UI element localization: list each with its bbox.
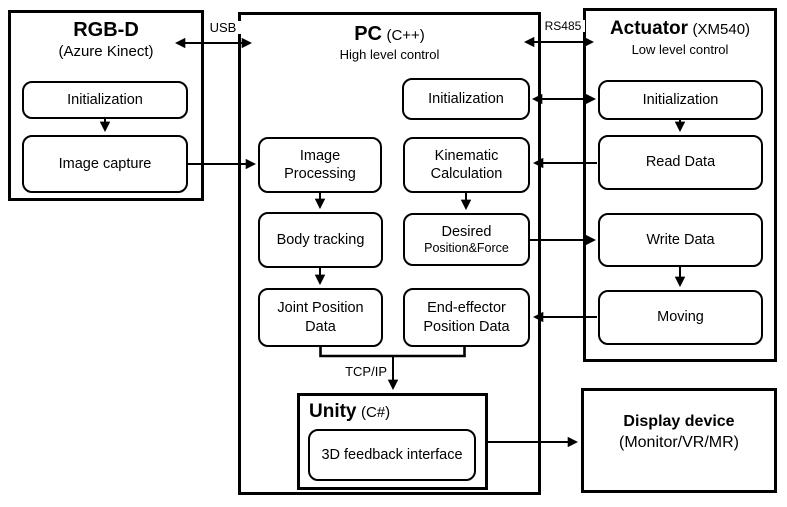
pc-node-joint-position-data: Joint Position Data xyxy=(258,288,383,347)
pc-panel-header: PC (C++) High level control xyxy=(241,15,538,63)
actuator-panel: Actuator (XM540) Low level control Initi… xyxy=(583,8,777,362)
desired-line1: Desired xyxy=(441,223,492,240)
unity-panel: Unity (C#) 3D feedback interface xyxy=(297,393,488,490)
unity-node-3d-feedback-interface: 3D feedback interface xyxy=(308,429,476,481)
rgbd-subtitle: (Azure Kinect) xyxy=(58,43,154,60)
pc-panel: PC (C++) High level control Initializati… xyxy=(238,12,541,495)
actuator-node-read-data: Read Data xyxy=(598,135,763,190)
actuator-node-write-data-label: Write Data xyxy=(646,231,715,248)
unity-title: Unity xyxy=(309,401,357,422)
pc-node-image-processing: Image Processing xyxy=(258,137,382,193)
actuator-subtitle: Low level control xyxy=(631,41,729,57)
unity-title-paren: (C#) xyxy=(360,404,391,421)
pc-node-desired-position-force-label: Desired Position&Force xyxy=(424,223,509,257)
actuator-title-paren: (XM540) xyxy=(692,21,751,38)
rgbd-node-initialization: Initialization xyxy=(22,81,188,119)
pc-node-joint-position-data-label: Joint Position Data xyxy=(277,300,364,335)
pc-node-end-effector-position-data: End-effector Position Data xyxy=(403,288,530,347)
pc-subtitle: High level control xyxy=(339,47,440,62)
rgbd-panel-header: RGB-D (Azure Kinect) xyxy=(11,13,201,61)
pc-title: PC xyxy=(354,23,382,45)
pc-node-image-processing-label: Image Processing xyxy=(284,147,356,182)
actuator-node-initialization-label: Initialization xyxy=(642,91,719,108)
display-device-panel: Display device (Monitor/VR/MR) xyxy=(581,388,777,493)
actuator-panel-header: Actuator (XM540) Low level control xyxy=(586,11,774,57)
pc-node-body-tracking: Body tracking xyxy=(258,212,383,268)
pc-title-paren: (C++) xyxy=(386,27,425,44)
actuator-node-moving-label: Moving xyxy=(657,309,704,326)
actuator-node-read-data-label: Read Data xyxy=(645,154,716,171)
pc-node-kinematic-calculation: Kinematic Calculation xyxy=(403,137,530,193)
unity-node-3d-feedback-interface-label: 3D feedback interface xyxy=(321,446,463,463)
actuator-node-write-data: Write Data xyxy=(598,213,763,267)
unity-panel-header: Unity (C#) xyxy=(309,401,390,424)
rgbd-panel: RGB-D (Azure Kinect) Initialization Imag… xyxy=(8,10,204,201)
display-device-subtitle: (Monitor/VR/MR) xyxy=(618,433,739,451)
pc-node-initialization-label: Initialization xyxy=(428,90,504,107)
pc-node-kinematic-calculation-label: Kinematic Calculation xyxy=(430,147,503,182)
actuator-node-moving: Moving xyxy=(598,290,763,345)
rs485-label: RS485 xyxy=(541,20,585,32)
tcpip-label: TCP/IP xyxy=(331,365,388,378)
rgbd-title: RGB-D xyxy=(73,19,139,41)
actuator-title: Actuator xyxy=(609,18,689,39)
rgbd-node-initialization-label: Initialization xyxy=(67,91,143,108)
display-device-title: Display device xyxy=(623,412,735,430)
rgbd-node-image-capture: Image capture xyxy=(22,135,188,193)
pc-node-end-effector-position-data-label: End-effector Position Data xyxy=(423,300,510,335)
rgbd-node-image-capture-label: Image capture xyxy=(58,155,152,172)
pc-node-body-tracking-label: Body tracking xyxy=(276,231,365,248)
actuator-node-initialization: Initialization xyxy=(598,80,763,120)
usb-label: USB xyxy=(205,21,241,34)
pc-node-desired-position-force: Desired Position&Force xyxy=(403,213,530,266)
desired-line2: Position&Force xyxy=(424,240,509,255)
display-device-header: Display device (Monitor/VR/MR) xyxy=(584,383,774,482)
pc-node-initialization: Initialization xyxy=(402,78,530,120)
